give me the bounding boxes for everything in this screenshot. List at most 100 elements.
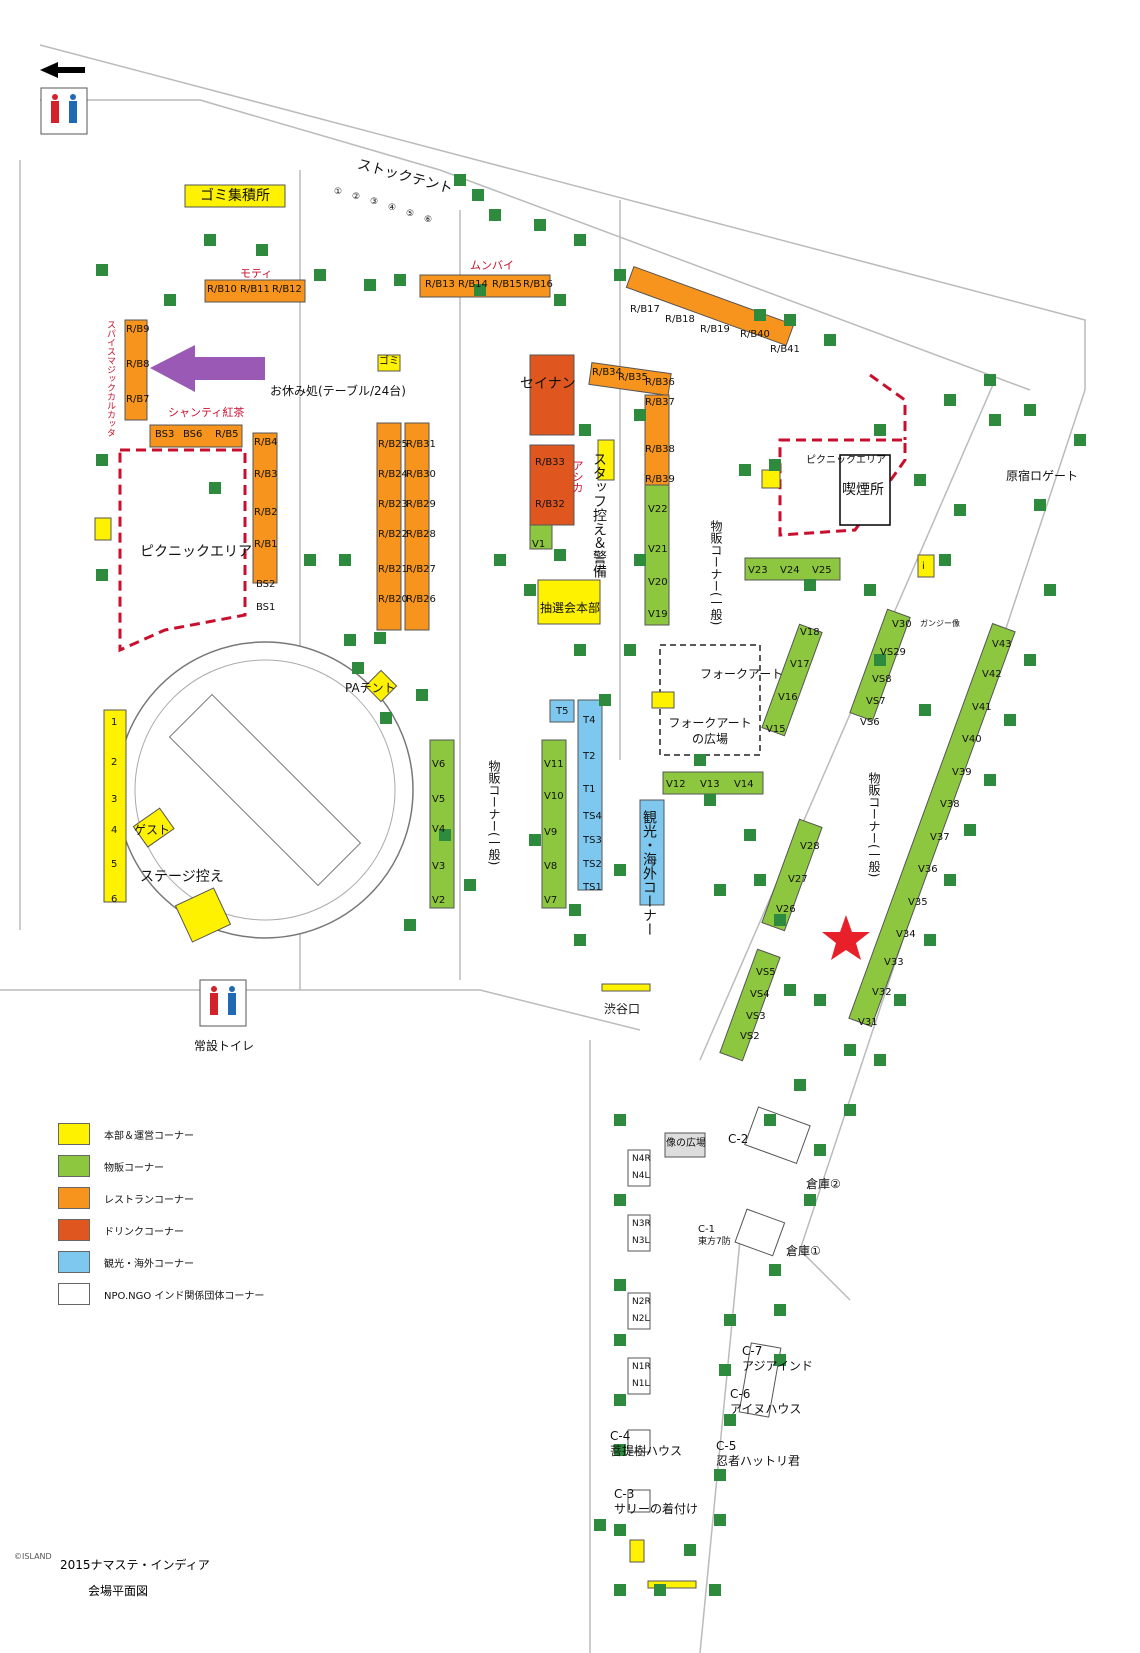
tree-icon (574, 234, 586, 246)
legend-item: レストランコーナー (58, 1182, 264, 1214)
booth-r-b26: R/B26 (406, 594, 436, 605)
tree-icon (919, 704, 931, 716)
c5-name-label: 忍者ハットリ君 (716, 1454, 801, 1468)
drink-booths (529, 354, 575, 526)
booth-r-b1: R/B1 (254, 539, 278, 550)
booth-r-b7: R/B7 (126, 394, 150, 405)
booth-r-b39: R/B39 (645, 474, 675, 485)
booth--: ② (352, 192, 361, 202)
booth-r-b19: R/B19 (700, 324, 730, 335)
tree-icon (719, 1364, 731, 1376)
tree-icon (744, 829, 756, 841)
booth-v27: V27 (788, 874, 808, 885)
booth-v1: V1 (532, 539, 546, 550)
legend-swatch (58, 1123, 90, 1145)
booth-r-b41: R/B41 (770, 344, 800, 355)
booth-1: 1 (111, 717, 118, 728)
booth-r-b36: R/B36 (645, 377, 675, 388)
tree-icon (984, 774, 996, 786)
tree-icon (614, 1394, 626, 1406)
booth-v30: V30 (892, 619, 912, 630)
left-arrow-icon (40, 62, 85, 78)
tree-icon (774, 1354, 786, 1366)
booth-n4l: N4L (632, 1171, 650, 1181)
tree-icon (804, 579, 816, 591)
tree-icon (754, 874, 766, 886)
booth-v32: V32 (872, 987, 892, 998)
tree-icon (989, 414, 1001, 426)
tree-icon (534, 219, 546, 231)
booth-n3l: N3L (632, 1236, 650, 1246)
tree-icon (894, 994, 906, 1006)
c4-label: C-4 (610, 1429, 631, 1443)
legend-label: ドリンクコーナー (104, 1226, 184, 1238)
tree-icon (714, 884, 726, 896)
booth-r-b40: R/B40 (740, 329, 770, 340)
tree-icon (209, 482, 221, 494)
tree-icon (794, 1079, 806, 1091)
tree-icon (339, 554, 351, 566)
booth-v37: V37 (930, 832, 950, 843)
statue-square-label: 像の広場 (666, 1138, 706, 1149)
booth-bs3: BS3 (155, 429, 175, 440)
tree-icon (774, 1304, 786, 1316)
booth-r-b31: R/B31 (406, 439, 436, 450)
legend-item: 本部＆運営コーナー (58, 1118, 264, 1150)
tree-icon (579, 424, 591, 436)
booth-r-b22: R/B22 (378, 529, 408, 540)
tree-icon (96, 569, 108, 581)
booth-v43: V43 (992, 639, 1012, 650)
booth-n2r: N2R (632, 1297, 651, 1307)
booth-v13: V13 (700, 779, 720, 790)
booth-v26: V26 (776, 904, 796, 915)
legend-swatch (58, 1219, 90, 1241)
tree-icon (944, 394, 956, 406)
restaurant-booths (124, 265, 795, 631)
booth-r-b30: R/B30 (406, 469, 436, 480)
tree-icon (624, 644, 636, 656)
tree-icon (256, 244, 268, 256)
legend-item: 物販コーナー (58, 1150, 264, 1182)
booth-r-b37: R/B37 (645, 397, 675, 408)
booth-r-b18: R/B18 (665, 314, 695, 325)
toilet-icon (40, 87, 88, 135)
tree-icon (614, 1444, 626, 1456)
booth-v38: V38 (940, 799, 960, 810)
booth-r-b25: R/B25 (378, 439, 408, 450)
pa-tent-label: PAテント (345, 681, 396, 695)
booth-ts4: TS4 (583, 811, 602, 822)
tree-icon (164, 294, 176, 306)
tree-icon (754, 309, 766, 321)
booth-v10: V10 (544, 791, 564, 802)
tree-icon (614, 1524, 626, 1536)
booth--: ⑤ (406, 209, 415, 219)
picnic-area-label: ピクニックエリア (140, 544, 252, 560)
tree-icon (964, 824, 976, 836)
tree-icon (574, 934, 586, 946)
booth-vs7: VS7 (866, 696, 886, 707)
booth-r-b21: R/B21 (378, 564, 408, 575)
booth-v34: V34 (896, 929, 916, 940)
booth-n3r: N3R (632, 1219, 651, 1229)
tree-icon (569, 904, 581, 916)
rest-area-label: お休み処(テーブル/24台) (270, 384, 406, 398)
booth--: ④ (388, 203, 397, 213)
booth--: ⑥ (424, 215, 433, 225)
staff-label: スタッフ控え＆警備 (591, 452, 607, 578)
tree-icon (374, 632, 386, 644)
booth-vs6: VS6 (860, 717, 880, 728)
booth-r-b4: R/B4 (254, 437, 278, 448)
tree-icon (874, 1054, 886, 1066)
booth-bs1: BS1 (256, 602, 276, 613)
c3-name-label: サリーの着付け (614, 1502, 699, 1516)
booth-t4: T4 (583, 715, 596, 726)
tree-icon (634, 409, 646, 421)
booth-r-b15: R/B15 (492, 279, 522, 290)
moti-label: モティ (240, 267, 273, 280)
tree-icon (404, 919, 416, 931)
booth-v8: V8 (544, 861, 558, 872)
mumbai-label: ムンバイ (470, 259, 514, 272)
tree-icon (344, 634, 356, 646)
c6-name-label: アイヌハウス (730, 1402, 802, 1416)
booth-v24: V24 (780, 565, 800, 576)
